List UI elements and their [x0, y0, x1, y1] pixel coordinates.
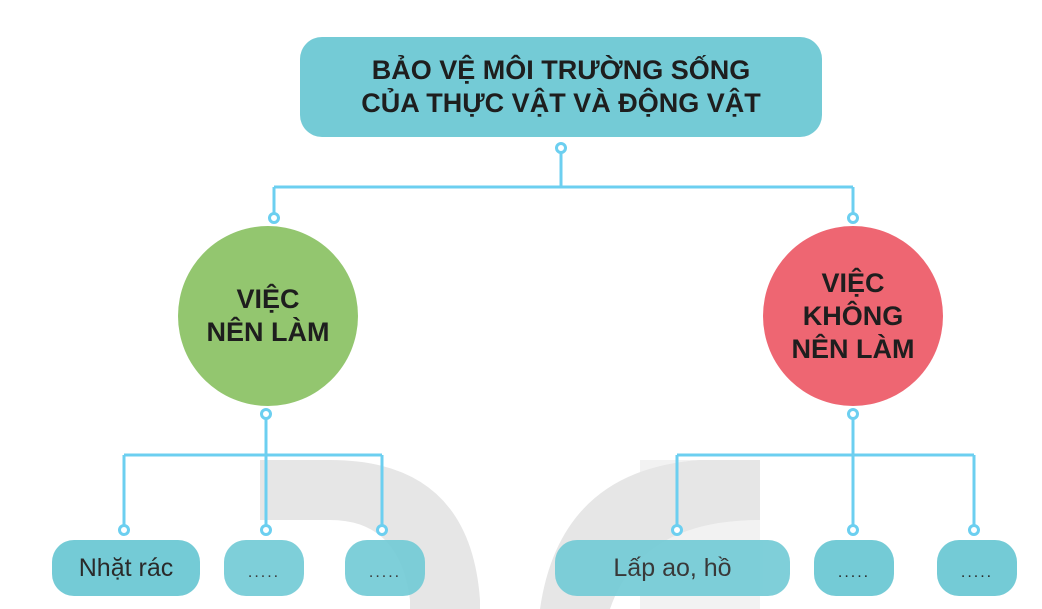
- branch-should-do: VIỆC NÊN LÀM: [178, 226, 358, 406]
- branch-label-line: KHÔNG: [802, 300, 904, 331]
- leaf-should-not-do-2: .....: [814, 540, 894, 596]
- branch-label-line: VIỆC: [821, 267, 885, 298]
- leaf-should-do-1: Nhặt rác: [52, 540, 200, 596]
- branch-label-line: NÊN LÀM: [791, 333, 915, 364]
- branch-should-not-do: VIỆC KHÔNG NÊN LÀM: [763, 226, 943, 406]
- branch-label-line: NÊN LÀM: [206, 317, 330, 347]
- leaf-should-do-2: .....: [224, 540, 304, 596]
- root-node: BẢO VỆ MÔI TRƯỜNG SỐNG CỦA THỰC VẬT VÀ Đ…: [300, 37, 822, 137]
- branch-label-line: VIỆC: [236, 284, 300, 314]
- leaf-should-do-3: .....: [345, 540, 425, 596]
- leaf-should-not-do-3: .....: [937, 540, 1017, 596]
- root-title-line-1: BẢO VỆ MÔI TRƯỜNG SỐNG: [371, 55, 751, 85]
- root-title-line-2: CỦA THỰC VẬT VÀ ĐỘNG VẬT: [361, 88, 761, 118]
- leaf-should-not-do-1: Lấp ao, hồ: [555, 540, 790, 596]
